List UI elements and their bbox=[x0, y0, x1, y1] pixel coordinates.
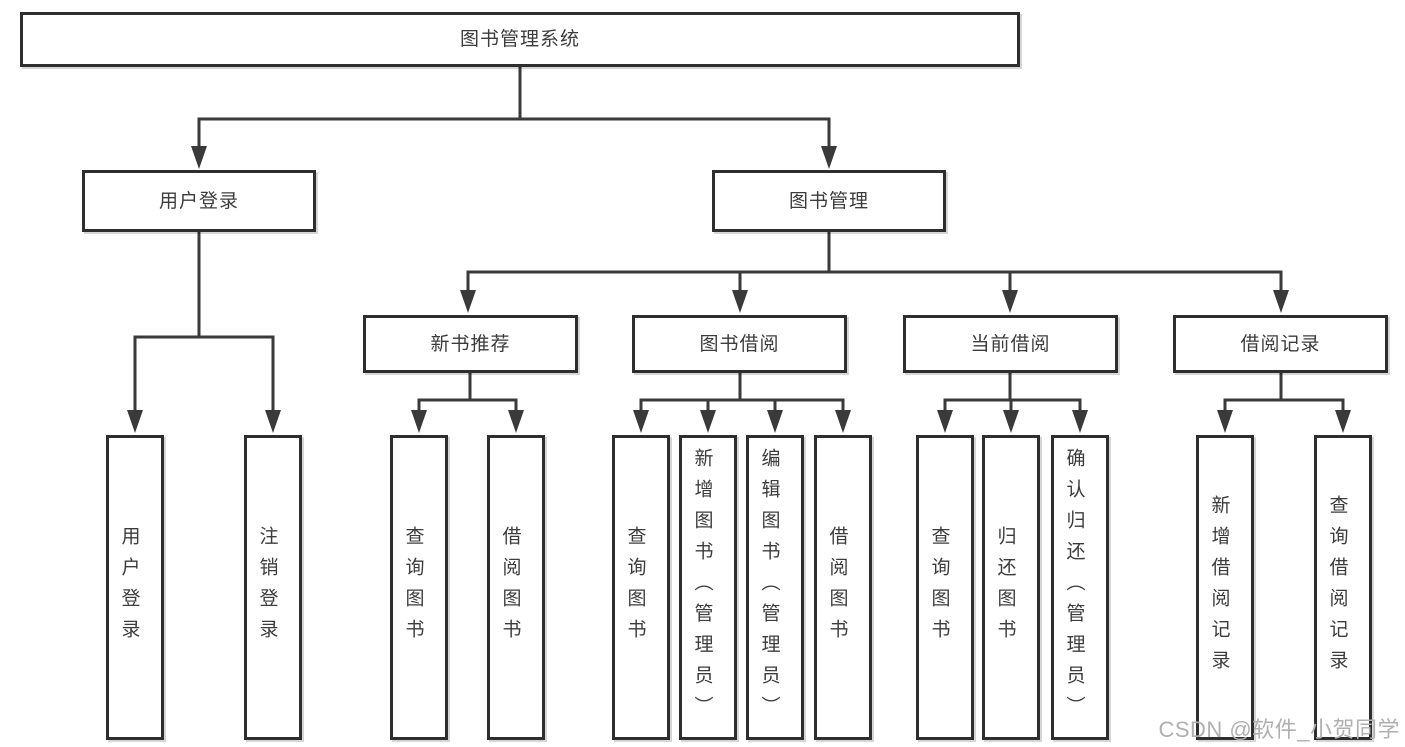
node-new-book-recommendation-label: 新书推荐 bbox=[430, 333, 511, 355]
node-leaf-query-books-2-label: 查询图书 bbox=[624, 525, 646, 650]
node-leaf-borrow-books-1-label: 借阅图书 bbox=[499, 525, 521, 650]
node-book-borrowing: 图书借阅 bbox=[632, 315, 847, 373]
node-user-login: 用户登录 bbox=[82, 170, 316, 232]
node-leaf-edit-books-admin: 编辑图书（管理员） bbox=[746, 435, 804, 740]
node-leaf-query-books-3-label: 查询图书 bbox=[928, 525, 950, 650]
node-leaf-query-borrow-record-label: 查询借阅记录 bbox=[1326, 494, 1348, 681]
node-current-borrowing: 当前借阅 bbox=[903, 315, 1118, 373]
node-root-label: 图书管理系统 bbox=[459, 29, 580, 50]
node-user-login-label: 用户登录 bbox=[158, 190, 239, 212]
node-leaf-edit-books-admin-label: 编辑图书（管理员） bbox=[758, 448, 780, 727]
node-leaf-add-borrow-record-label: 新增借阅记录 bbox=[1208, 494, 1230, 681]
node-leaf-add-books-admin-label: 新增图书（管理员） bbox=[691, 448, 713, 727]
node-leaf-confirm-return-admin-label: 确认归还（管理员） bbox=[1063, 448, 1085, 727]
node-leaf-add-borrow-record: 新增借阅记录 bbox=[1196, 435, 1254, 740]
node-leaf-add-books-admin: 新增图书（管理员） bbox=[679, 435, 737, 740]
node-leaf-borrow-books-2: 借阅图书 bbox=[814, 435, 872, 740]
node-leaf-return-books-label: 归还图书 bbox=[994, 525, 1016, 650]
node-book-management-label: 图书管理 bbox=[788, 190, 869, 212]
node-leaf-query-books-3: 查询图书 bbox=[916, 435, 974, 740]
node-book-management: 图书管理 bbox=[712, 170, 946, 232]
node-book-borrowing-label: 图书借阅 bbox=[699, 333, 780, 355]
node-leaf-logout-label: 注销登录 bbox=[256, 525, 278, 650]
csdn-watermark: CSDN @软件_小贺同学 bbox=[1158, 717, 1400, 742]
node-leaf-borrow-books-2-label: 借阅图书 bbox=[826, 525, 848, 650]
node-leaf-query-books-1: 查询图书 bbox=[390, 435, 448, 740]
node-root: 图书管理系统 bbox=[20, 12, 1020, 67]
node-leaf-return-books: 归还图书 bbox=[982, 435, 1040, 740]
node-borrowing-records: 借阅记录 bbox=[1173, 315, 1388, 373]
node-leaf-borrow-books-1: 借阅图书 bbox=[487, 435, 545, 740]
node-leaf-query-books-2: 查询图书 bbox=[612, 435, 670, 740]
node-new-book-recommendation: 新书推荐 bbox=[363, 315, 578, 373]
node-current-borrowing-label: 当前借阅 bbox=[970, 333, 1051, 355]
node-leaf-logout: 注销登录 bbox=[244, 435, 302, 740]
node-leaf-user-login-label: 用户登录 bbox=[118, 525, 140, 650]
node-leaf-user-login: 用户登录 bbox=[106, 435, 164, 740]
node-borrowing-records-label: 借阅记录 bbox=[1240, 333, 1321, 355]
node-leaf-query-books-1-label: 查询图书 bbox=[402, 525, 424, 650]
node-leaf-query-borrow-record: 查询借阅记录 bbox=[1314, 435, 1372, 740]
node-leaf-confirm-return-admin: 确认归还（管理员） bbox=[1051, 435, 1109, 740]
